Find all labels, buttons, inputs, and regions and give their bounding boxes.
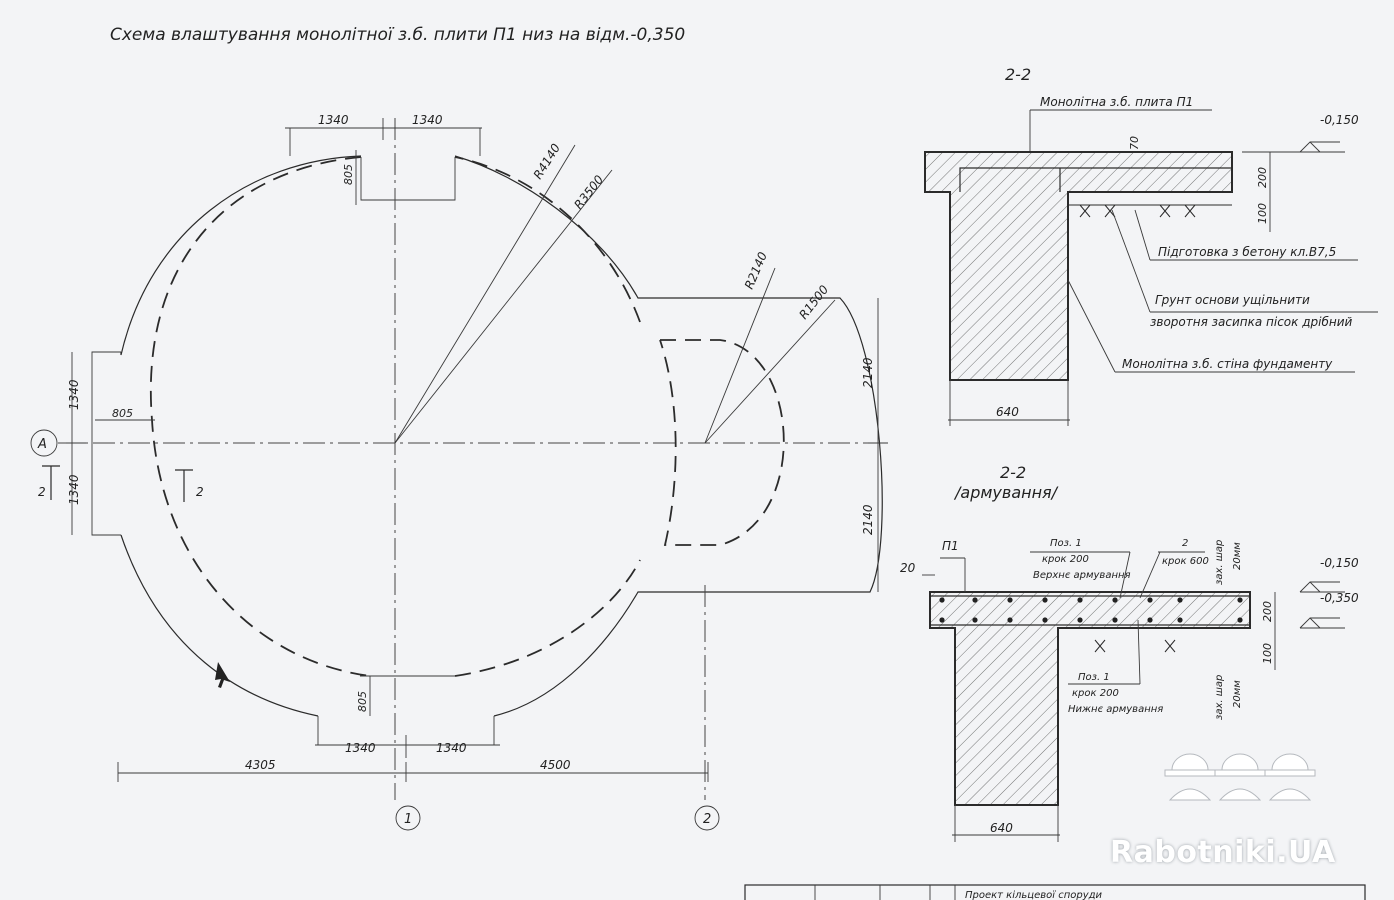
section2-level-top: -0,150: [1320, 556, 1359, 570]
dim-805-bottom: 805: [356, 691, 369, 712]
rebar-dots: [939, 597, 1243, 623]
section2-dim-100: 100: [1261, 643, 1274, 664]
axis-bubble-A: A: [37, 437, 47, 452]
dim-bottom-right: 1340: [436, 741, 467, 755]
section1-dim-70: 70: [1128, 136, 1141, 150]
section2-top-pos: Поз. 1: [1050, 538, 1082, 549]
section2-subtitle: /армування/: [953, 483, 1059, 502]
section1-title: 2-2: [1005, 65, 1031, 84]
dim-right-top: 2140: [861, 357, 875, 388]
title-block: Проект кільцевої споруди: [744, 884, 1366, 900]
section2-top-step: крок 200: [1042, 554, 1089, 565]
radius-R4140: R4140: [531, 141, 564, 182]
mouse-cursor-icon: [215, 662, 230, 688]
section2-cover-bot-mm: 20мм: [1232, 680, 1243, 708]
section2-top-note: Верхнє армування: [1033, 570, 1131, 581]
dim-805-left: 805: [112, 407, 133, 420]
dim-right-bottom: 2140: [861, 504, 875, 535]
section1-slab-label: Монолітна з.б. плита П1: [1040, 95, 1193, 109]
section1-width: 640: [996, 405, 1019, 419]
plan-view: R4140 R3500 R2140 R1500 1340 1340 805 13…: [30, 113, 888, 831]
slab-outline: [120, 155, 883, 717]
section1-dim-200: 200: [1256, 167, 1269, 188]
radius-R2140: R2140: [742, 250, 770, 292]
section2-level-bot: -0,350: [1320, 591, 1359, 605]
dim-805-top: 805: [342, 164, 355, 185]
watermark-text: Rabotniki.UA: [1110, 835, 1336, 870]
section1-prep: Підготовка з бетону кл.В7,5: [1158, 245, 1336, 259]
section2-cover-bot: зах. шар: [1214, 675, 1225, 720]
axis-bubble-2: 2: [703, 812, 711, 827]
section-2-2: 2-2 Монолітна з.б. плита П1 -0,150 200 1…: [924, 65, 1378, 426]
dim-left-bottom: 1340: [67, 474, 81, 505]
section2-pos2: 2: [1182, 538, 1188, 549]
dim-total-left: 4305: [245, 758, 276, 772]
section2-pos2-step: крок 600: [1162, 556, 1209, 567]
radius-R1500: R1500: [796, 282, 831, 322]
dim-total-right: 4500: [540, 758, 571, 772]
section1-level: -0,150: [1320, 113, 1359, 127]
section2-p1: П1: [942, 539, 959, 553]
section2-bot-pos: Поз. 1: [1078, 672, 1110, 683]
dim-top-left: 1340: [318, 113, 349, 127]
watermark-logo: [1164, 753, 1316, 801]
section2-bot-note: Нижнє армування: [1068, 704, 1163, 715]
section1-wall: Монолітна з.б. стіна фундаменту: [1122, 357, 1333, 371]
axis-bubble-1: 1: [404, 812, 412, 827]
section2-cover-top-mm: 20мм: [1232, 542, 1243, 570]
section1-dim-100: 100: [1256, 203, 1269, 224]
stamp-text: Проект кільцевої споруди: [965, 889, 1103, 900]
cut-mark-right: 2: [196, 485, 204, 499]
cut-mark-left: 2: [38, 485, 46, 499]
section2-bot-step: крок 200: [1072, 688, 1119, 699]
section2-dim-20: 20: [900, 561, 916, 575]
dim-top-right: 1340: [412, 113, 443, 127]
section1-soil-1: Грунт основи ущільнити: [1155, 293, 1310, 307]
section1-soil-2: зворотня засипка пісок дрібний: [1150, 315, 1352, 329]
drawing-title: Схема влаштування монолітної з.б. плити …: [110, 25, 685, 45]
section2-title: 2-2: [1000, 463, 1026, 482]
radius-R3500: R3500: [571, 172, 606, 212]
dim-left-top: 1340: [67, 379, 81, 410]
section-2-2-reinforcement: 2-2 /армування/ П1 20 Поз. 1 крок 200 Ве…: [900, 463, 1359, 842]
section2-width: 640: [990, 821, 1013, 835]
section2-cover-top: зах. шар: [1214, 540, 1225, 585]
section2-dim-200: 200: [1261, 601, 1274, 622]
dim-bottom-left: 1340: [345, 741, 376, 755]
